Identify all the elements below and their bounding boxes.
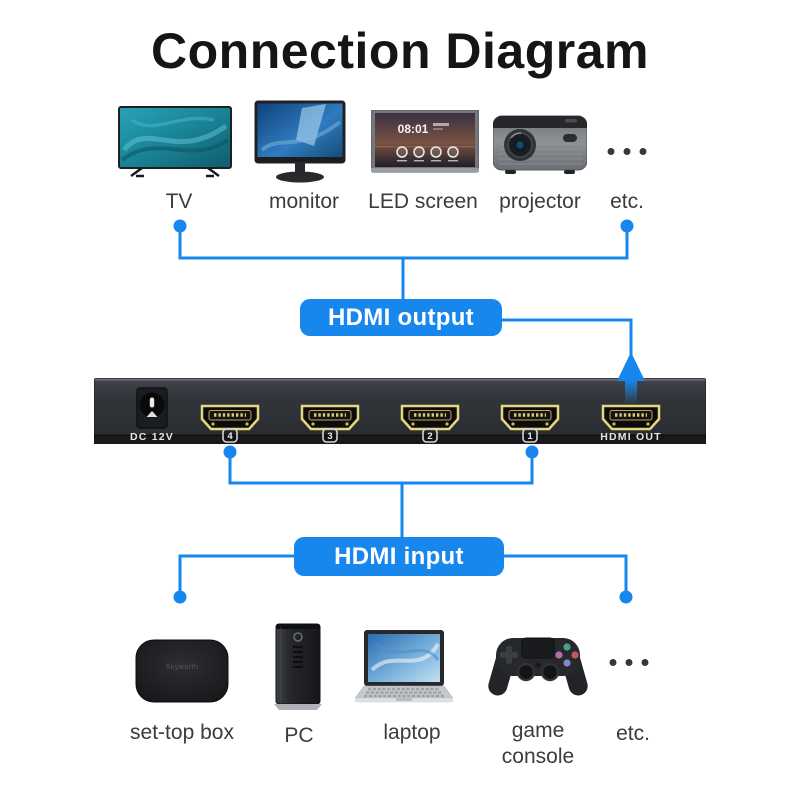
hdmi-port-2 [400,404,460,431]
ellipsis-icon [609,659,649,666]
led-screen-time: 08:01 [398,122,429,136]
device-label-monitor: monitor [268,190,340,213]
ellipsis-icon [607,148,647,155]
device-label-set-top-box: set-top box [130,721,234,744]
port-badge-2 [422,428,438,443]
port-badge-3 [322,428,338,443]
led-screen-icon: 08:01 [371,110,479,173]
hdmi-out-label: HDMI OUT [600,431,662,443]
node-dot [620,219,634,233]
port-number-3: 3 [327,431,332,442]
node-dot [619,590,633,604]
device-label-led-screen: LED screen [368,190,478,213]
device-label-game-console: game console [501,719,575,768]
device-label-pc: PC [284,724,314,747]
set-top-box-icon: Skyworth [135,639,229,703]
device-label-projector: projector [499,190,581,213]
node-dot [223,445,237,459]
port-badge-1 [522,428,538,443]
input-net-line [228,452,534,485]
device-label-etc-bottom: etc. [616,722,650,745]
set-top-box-brand: Skyworth [166,664,199,671]
dc-power-label: DC 12V [130,431,174,443]
input-branch-left-line [178,554,294,592]
up-arrow-icon [617,352,645,381]
tv-icon [118,106,232,178]
dc-power-port [136,387,168,429]
input-branch-right-line [504,554,628,592]
laptop-icon [354,630,454,703]
hdmi-out-port [601,404,661,431]
device-label-tv: TV [165,190,193,213]
port-number-2: 2 [427,431,432,442]
projector-icon [493,115,587,174]
hdmi-port-1 [500,404,560,431]
node-dot [173,590,187,604]
page-title: Connection Diagram [151,23,649,79]
device-label-etc-top: etc. [610,190,644,213]
monitor-icon [254,100,346,183]
port-badge-4 [222,428,238,443]
game-controller-icon [488,637,588,696]
hdmi-switch-device: DC 12V [94,378,706,444]
port-number-1: 1 [527,431,533,442]
port-number-4: 4 [227,431,233,442]
node-dot [525,445,539,459]
device-label-laptop: laptop [383,721,441,744]
hdmi-port-3 [300,404,360,431]
output-port-link-line [502,318,633,357]
hdmi-port-4 [200,404,260,431]
hdmi-input-badge: HDMI input [294,537,504,576]
node-dot [173,219,187,233]
hdmi-output-badge: HDMI output [300,299,502,336]
output-net-line [178,226,629,260]
pc-tower-icon [274,623,322,710]
